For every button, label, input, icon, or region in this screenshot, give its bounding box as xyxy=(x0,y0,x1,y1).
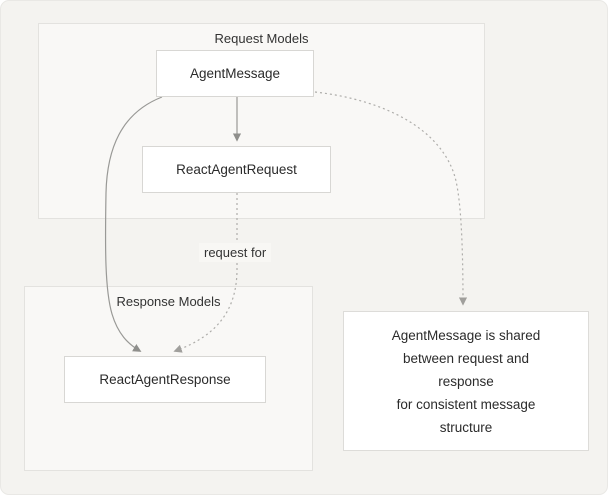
note-agentmessage-shared: AgentMessage is shared between request a… xyxy=(343,311,589,451)
node-react-agent-response-label: ReactAgentResponse xyxy=(99,372,231,387)
note-line: AgentMessage is shared xyxy=(391,327,541,343)
node-react-agent-response: ReactAgentResponse xyxy=(64,356,266,403)
note-line: for consistent message xyxy=(396,396,536,412)
note-line: response xyxy=(438,373,494,389)
node-agent-message: AgentMessage xyxy=(156,50,314,97)
node-react-agent-request-label: ReactAgentRequest xyxy=(176,162,297,177)
group-response-models-title: Response Models xyxy=(116,294,221,309)
note-line: between request and xyxy=(402,350,530,366)
node-agent-message-label: AgentMessage xyxy=(189,66,281,81)
group-request-models-title: Request Models xyxy=(214,31,309,46)
note-line: structure xyxy=(439,419,493,435)
node-react-agent-request: ReactAgentRequest xyxy=(142,146,331,193)
edge-label-request-for: request for xyxy=(199,243,272,262)
